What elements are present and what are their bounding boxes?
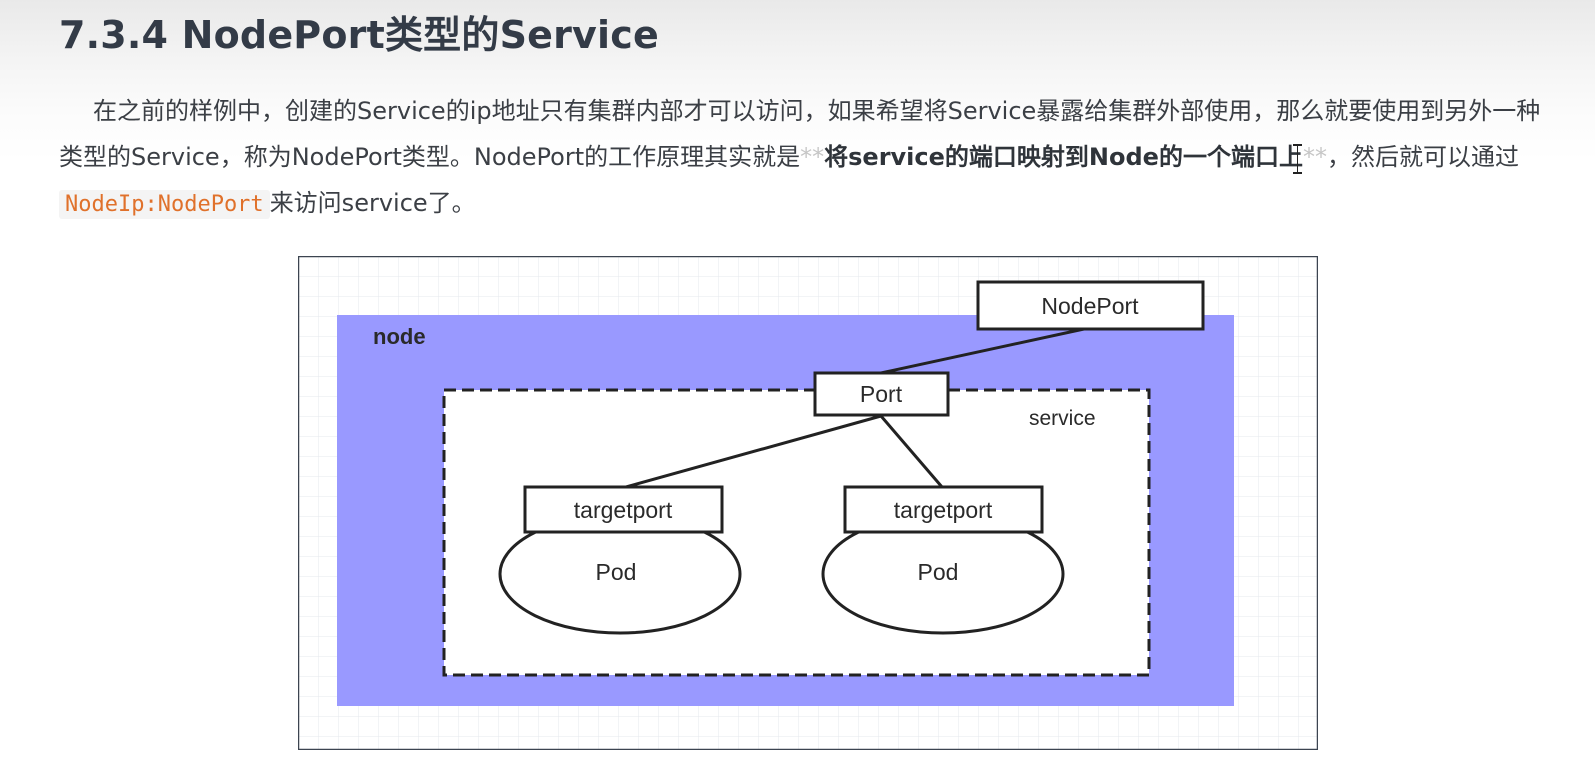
paragraph-text-3: 来访问service了。 — [269, 189, 476, 217]
paragraph-text-1: 在之前的样例中，创建的Service的ip地址只有集群内部才可以访问，如果希望将… — [59, 97, 1541, 171]
port-box — [813, 371, 950, 417]
body-paragraph: 在之前的样例中，创建的Service的ip地址只有集群内部才可以访问，如果希望将… — [59, 88, 1549, 228]
nodeport-diagram: node service NodePort Port targetport Po… — [298, 256, 1318, 750]
paragraph-text-2: ，然后就可以通过 — [1326, 143, 1519, 171]
node-label: node — [373, 324, 426, 349]
port-to-left-targetport-line — [625, 414, 882, 489]
diagram-frame — [298, 256, 1318, 750]
bold-marker-close: ** — [1302, 143, 1327, 171]
targetport-right-box — [843, 485, 1044, 534]
targetport-right-label: targetport — [894, 497, 993, 523]
pod-right-label: Pod — [918, 559, 959, 585]
nodeport-to-port-line — [880, 327, 1085, 375]
targetport-left-label: targetport — [574, 497, 673, 523]
port-label: Port — [860, 381, 903, 407]
service-label: service — [1029, 407, 1096, 430]
nodeport-box — [976, 280, 1205, 331]
section-heading: 7.3.4 NodePort类型的Service — [59, 13, 659, 57]
nodeport-label: NodePort — [1041, 293, 1139, 319]
text-cursor-icon — [1293, 144, 1302, 174]
inline-code: NodeIp:NodePort — [59, 190, 270, 219]
pod-left-label: Pod — [596, 559, 637, 585]
paragraph-bold-text: 将service的端口映射到Node的一个端口上 — [824, 143, 1303, 171]
targetport-left-box — [523, 485, 724, 534]
bold-marker-open: ** — [800, 143, 825, 171]
port-to-right-targetport-line — [879, 415, 944, 488]
